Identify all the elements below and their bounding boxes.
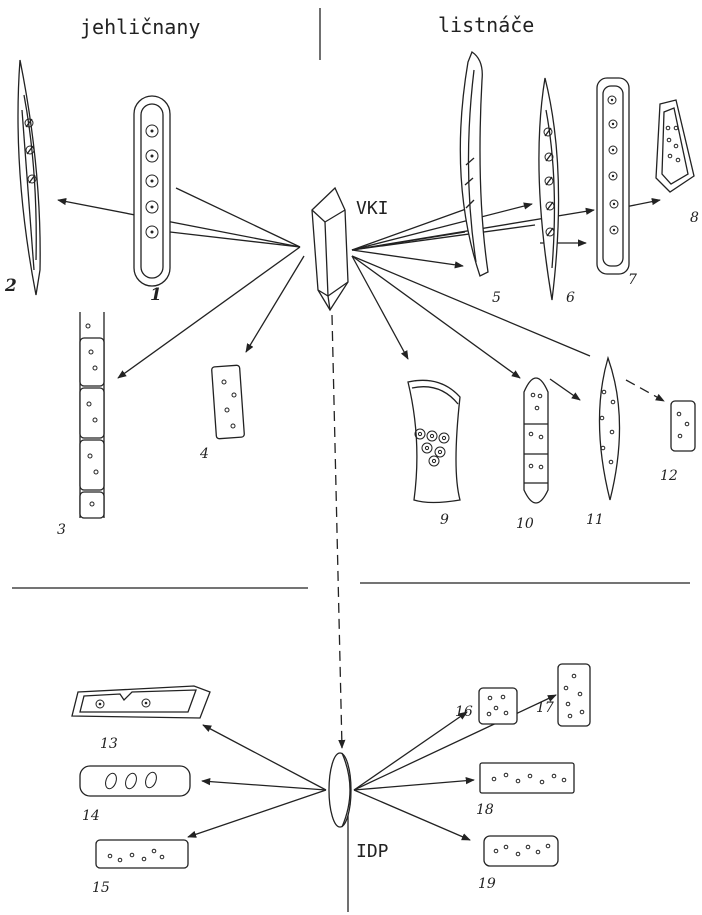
label-5: 5 [492, 290, 501, 306]
cell-1-tracheid [134, 96, 170, 286]
label-2: 2 [4, 276, 17, 296]
label-19: 19 [478, 876, 496, 892]
label-10: 10 [516, 516, 534, 532]
heading-broadleaves: listnáče [438, 13, 534, 37]
label-12: 12 [660, 468, 678, 484]
cell-16-ray-cell [479, 688, 517, 724]
label-1: 1 [150, 285, 162, 305]
label-6: 6 [566, 290, 575, 306]
vki-to-idp-dashed-arrow [332, 315, 342, 748]
cell-11-fiber [599, 358, 619, 500]
idp-label: IDP [356, 841, 389, 862]
cell-12-parenchyma [671, 401, 695, 451]
label-9: 9 [440, 512, 449, 528]
cell-14-ray-cell [80, 766, 190, 796]
cell-9-ray-fragment [408, 380, 460, 502]
label-8: 8 [690, 210, 699, 226]
vki-label: VKI [356, 198, 389, 219]
cell-3-parenchyma-strand [80, 312, 104, 518]
label-16: 16 [455, 704, 473, 720]
label-18: 18 [476, 802, 494, 818]
label-11: 11 [586, 512, 604, 528]
cell-19-ray-cell [484, 836, 558, 866]
cell-2-tracheid [18, 60, 40, 295]
heading-conifers: jehličnany [80, 15, 200, 39]
label-7: 7 [628, 272, 637, 288]
label-13: 13 [100, 736, 118, 752]
cell-7-tracheid [597, 78, 629, 274]
cell-5-fiber [460, 52, 488, 276]
label-15: 15 [92, 880, 110, 896]
cell-17-ray-cell [558, 664, 590, 726]
cell-13-ray-cell [72, 686, 210, 718]
cell-8-fragment [656, 100, 694, 192]
label-14: 14 [82, 808, 100, 824]
vki-crystal-shape [312, 188, 348, 310]
cell-18-ray-cell [480, 763, 574, 793]
label-3: 3 [57, 522, 66, 538]
cell-15-ray-cell [96, 840, 188, 868]
cell-4-parenchyma [212, 365, 245, 439]
label-4: 4 [199, 446, 209, 462]
label-17: 17 [536, 700, 554, 716]
cell-10-parenchyma-strand [524, 378, 548, 503]
cell-6-fiber-tracheid [539, 78, 559, 300]
idp-lens-shape [329, 753, 351, 827]
